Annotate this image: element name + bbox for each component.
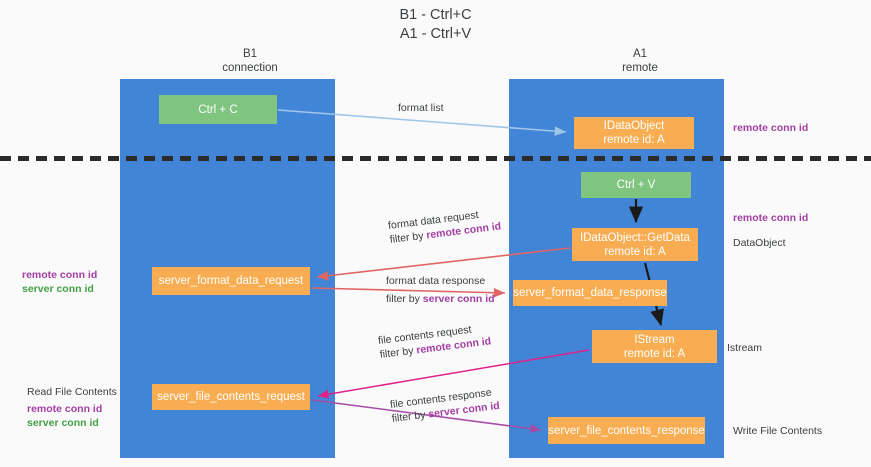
edge-label-file-contents-request: file contents request filter by remote c…: [377, 320, 492, 361]
column-header-a1: A1 remote: [622, 48, 658, 74]
annotation-left-server-conn-id-1: server conn id: [22, 283, 94, 295]
annotation-remote-conn-id-top: remote conn id: [733, 122, 809, 134]
edge-label-format-data-response: format data response filter by server co…: [386, 274, 495, 306]
node-ctrl-v[interactable]: Ctrl + V: [581, 172, 691, 198]
column-header-b1: B1 connection: [222, 48, 278, 74]
node-label: Ctrl + C: [198, 103, 238, 116]
node-label: IDataObject: [603, 120, 665, 132]
node-idataobject-getdata[interactable]: IDataObject::GetData remote id: A: [572, 228, 698, 261]
node-ctrl-c[interactable]: Ctrl + C: [159, 95, 277, 124]
node-sublabel: remote id: A: [604, 245, 666, 258]
node-idataobject-remote[interactable]: IDataObject remote id: A: [574, 117, 694, 149]
node-label: IDataObject::GetData: [580, 231, 690, 244]
node-label: IStream: [634, 333, 675, 346]
node-server-file-contents-request[interactable]: server_file_contents_request: [152, 384, 310, 410]
annotation-left-server-conn-id-2: server conn id: [27, 417, 99, 429]
node-sublabel: remote id: A: [623, 347, 686, 360]
node-label: server_format_data_response: [513, 287, 667, 299]
annotation-left-remote-conn-id-2: remote conn id: [27, 403, 103, 415]
node-server-format-data-request[interactable]: server_format_data_request: [152, 267, 310, 295]
edge-label-line1: format list: [398, 102, 444, 114]
annotation-dataobject: DataObject: [733, 237, 786, 249]
edge-label-prefix: filter by: [391, 408, 430, 425]
node-label: server_file_contents_response: [548, 424, 705, 437]
node-label: Ctrl + V: [616, 179, 656, 191]
annotation-istream: Istream: [727, 342, 763, 354]
edge-label-file-contents-response: file contents response filter by server …: [389, 385, 500, 426]
phase-divider: [0, 156, 871, 161]
annotation-remote-conn-id-mid: remote conn id: [733, 212, 809, 224]
node-server-format-data-response[interactable]: server_format_data_response: [513, 280, 667, 306]
edge-label-format-list: format list: [398, 101, 444, 115]
edge-label-prefix: filter by: [379, 344, 418, 361]
edge-label-format-data-request: format data request filter by remote con…: [387, 205, 502, 246]
edge-label-prefix: filter by: [386, 293, 423, 305]
page-title: B1 - Ctrl+C A1 - Ctrl+V: [399, 7, 472, 42]
node-sublabel: remote id: A: [603, 134, 665, 146]
node-label: server_file_contents_request: [157, 391, 305, 403]
edge-label-line2: filter by server conn id: [386, 292, 495, 306]
edge-label-highlight: server conn id: [422, 293, 495, 305]
node-label: server_format_data_request: [158, 275, 304, 287]
node-istream[interactable]: IStream remote id: A: [592, 330, 717, 363]
node-server-file-contents-response[interactable]: server_file_contents_response: [548, 417, 705, 444]
annotation-read-file-contents: Read File Contents: [27, 386, 117, 398]
annotation-write-file-contents: Write File Contents: [733, 425, 823, 437]
edge-label-line1: format data response: [386, 275, 486, 287]
annotation-left-remote-conn-id-1: remote conn id: [22, 269, 98, 281]
edge-label-prefix: filter by: [389, 229, 428, 246]
